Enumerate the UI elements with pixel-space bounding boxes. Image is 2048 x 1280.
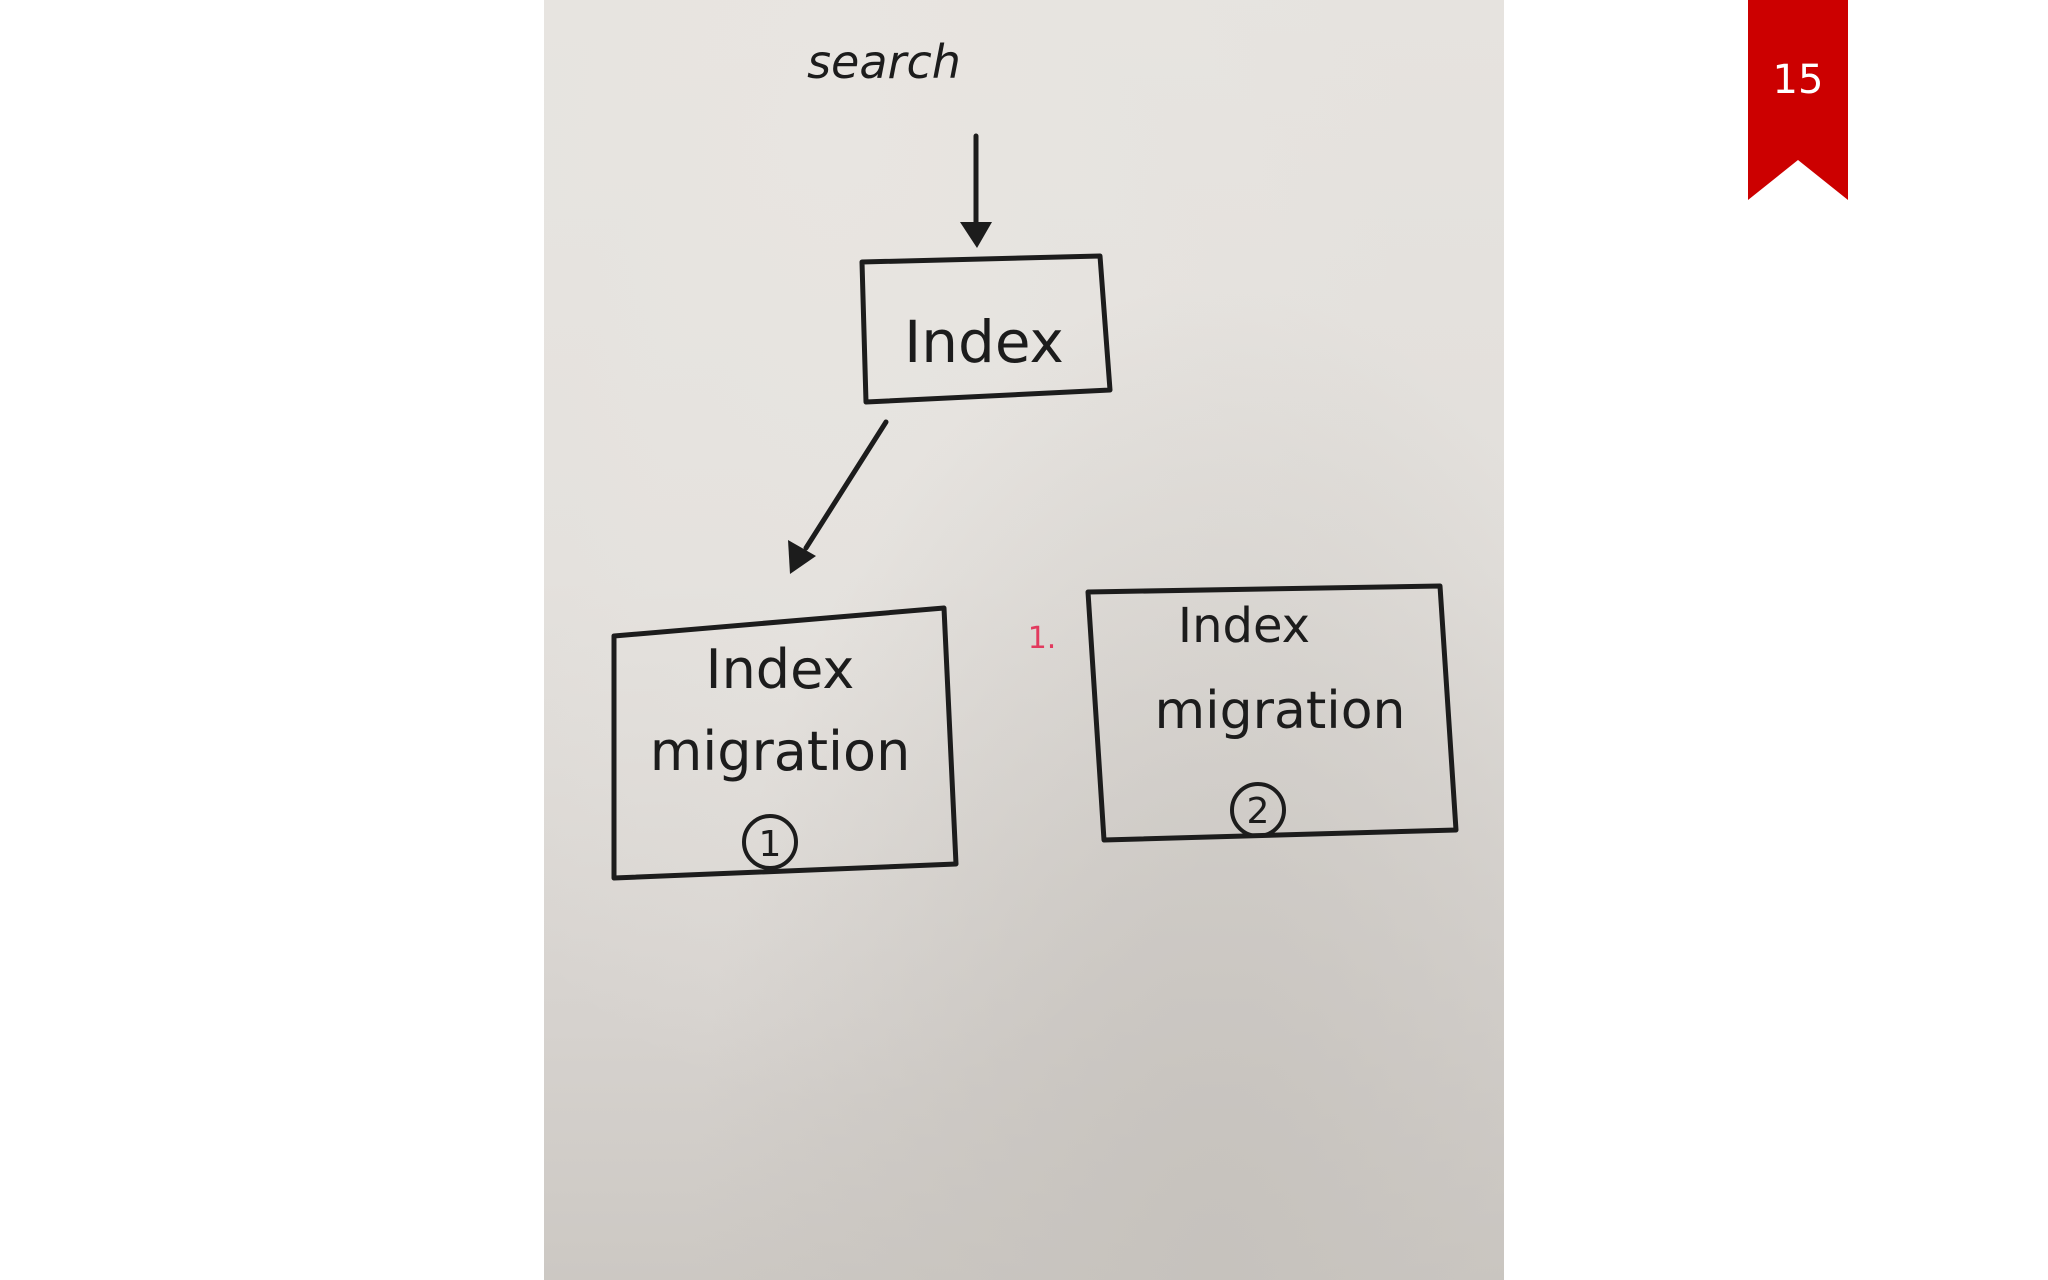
page-number-bookmark: 15: [1748, 0, 1848, 200]
hand-drawn-diagram: search Index Index migration: [611, 35, 1459, 881]
migration-node-2: Index migration 2: [1085, 583, 1459, 843]
migration-node-1-badge: 1: [759, 824, 782, 865]
bookmark-shape: [1748, 0, 1848, 200]
index-node-label: Index: [904, 308, 1064, 376]
migration-node-1-badge-circle: [742, 814, 798, 870]
search-label: search: [807, 35, 961, 89]
migration-node-1-line1: Index: [706, 638, 855, 701]
migration-node-2-badge-circle: [1230, 782, 1286, 838]
migration-node-1-line2: migration: [650, 720, 911, 783]
migration-node-2-badge: 2: [1247, 791, 1270, 832]
whiteboard-photo: search Index Index migration: [544, 0, 1504, 1280]
page-number: 15: [1772, 57, 1824, 103]
migration-node-2-line2: migration: [1155, 681, 1406, 741]
migration-node-1: Index migration 1: [611, 605, 959, 881]
migration-node-2-line1: Index: [1178, 598, 1310, 654]
bookmark-ribbon-icon: [1748, 0, 1848, 200]
arrow-search-to-index: [960, 133, 992, 248]
arrow-index-to-migration-1: [788, 419, 889, 574]
index-node: Index: [859, 253, 1113, 405]
side-mark: 1.: [1028, 621, 1057, 656]
